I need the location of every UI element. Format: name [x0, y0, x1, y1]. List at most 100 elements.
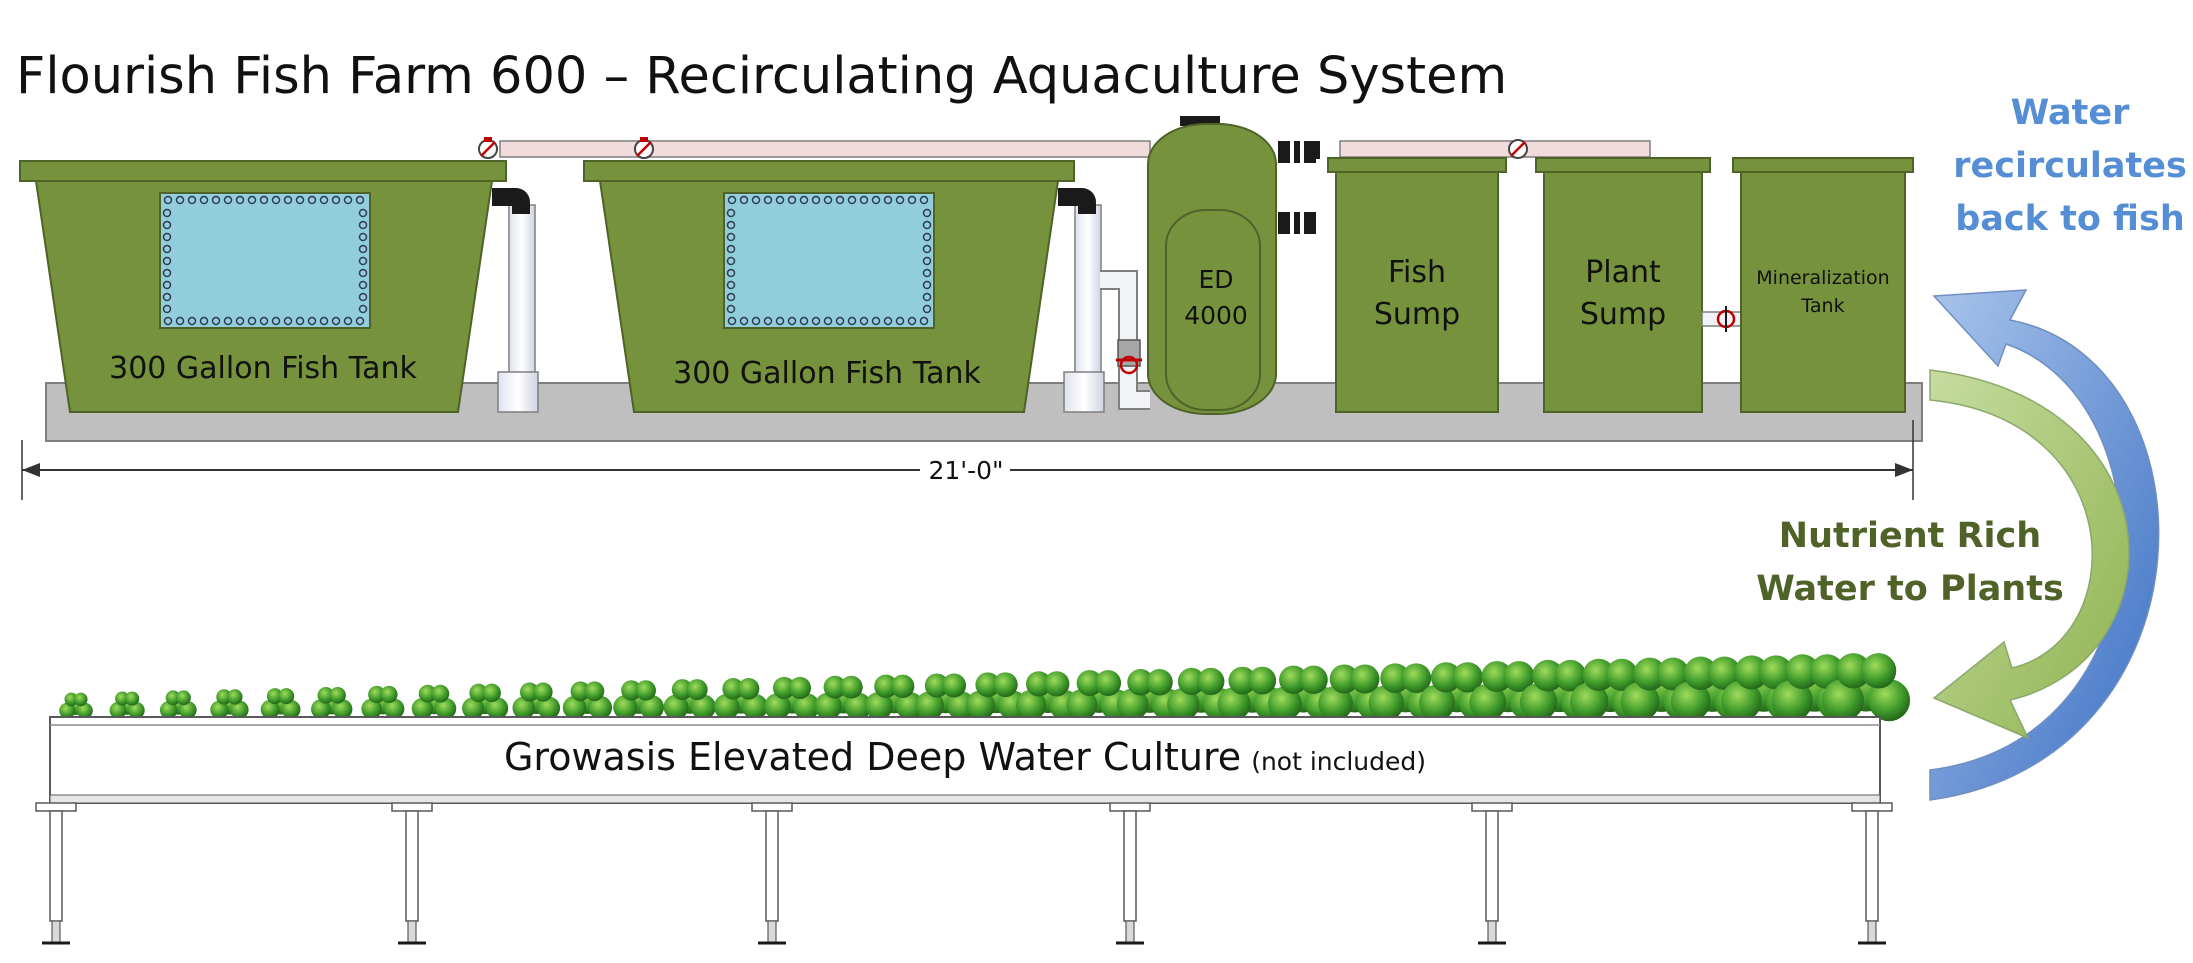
- bolt-icon: [847, 195, 857, 205]
- bolt-icon: [787, 195, 797, 205]
- bolt-icon: [331, 195, 341, 205]
- bolt-icon: [355, 316, 365, 326]
- bolt-icon: [775, 195, 785, 205]
- plant-icon: [965, 672, 1028, 720]
- bolt-icon: [259, 316, 269, 326]
- bolt-icon: [358, 232, 368, 242]
- bolt-icon: [162, 208, 172, 218]
- bolt-icon: [162, 292, 172, 302]
- fish-sump-label: Sump: [1374, 297, 1460, 332]
- plant-icon: [915, 673, 976, 720]
- bolt-icon: [726, 268, 736, 278]
- standpipe: [492, 188, 539, 413]
- bolt-icon: [295, 316, 305, 326]
- plant-icon: [260, 688, 301, 719]
- bolt-icon: [235, 195, 245, 205]
- bolt-icon: [358, 220, 368, 230]
- dwc-leg: [1851, 802, 1893, 945]
- bolt-icon: [283, 195, 293, 205]
- bolt-icon: [271, 316, 281, 326]
- bolt-icon: [162, 280, 172, 290]
- standpipe: [1058, 188, 1150, 413]
- valve-icon: [634, 137, 654, 159]
- fish-tank: 300 Gallon Fish Tank: [583, 160, 1075, 413]
- bolt-icon: [859, 316, 869, 326]
- bolt-icon: [726, 280, 736, 290]
- filter-label: 4000: [1184, 301, 1248, 330]
- bolt-icon: [922, 268, 932, 278]
- dwc-leg: [751, 802, 793, 945]
- plant-icon: [411, 684, 457, 720]
- mineralization-label: Mineralization: [1756, 267, 1889, 289]
- bolt-icon: [922, 232, 932, 242]
- bolt-icon: [895, 195, 905, 205]
- return-pipe: [499, 140, 1651, 159]
- fish-sump-label: Fish: [1388, 255, 1446, 290]
- plant-icon: [1519, 659, 1599, 721]
- bolt-icon: [259, 195, 269, 205]
- plant-icon: [512, 682, 561, 720]
- bolt-icon: [726, 304, 736, 314]
- bolt-icon: [307, 195, 317, 205]
- plant-icon: [764, 676, 820, 720]
- plants: [59, 653, 1911, 722]
- bolt-icon: [283, 316, 293, 326]
- bolt-icon: [751, 316, 761, 326]
- page-title: Flourish Fish Farm 600 – Recirculating A…: [16, 47, 1507, 106]
- bolt-icon: [871, 195, 881, 205]
- bolt-icon: [211, 316, 221, 326]
- plant-icon: [311, 687, 353, 719]
- dwc-leg: [35, 802, 77, 945]
- bolt-icon: [187, 195, 197, 205]
- tank-window: [723, 192, 935, 329]
- bolt-icon: [871, 316, 881, 326]
- plant-icon: [814, 675, 872, 720]
- bolt-icon: [763, 316, 773, 326]
- bolt-icon: [922, 304, 932, 314]
- fish-tank: 300 Gallon Fish Tank: [19, 160, 507, 413]
- plant-sump: Plant Sump: [1535, 157, 1711, 413]
- bolt-icon: [355, 195, 365, 205]
- recirculation-text: Water: [2011, 93, 2130, 133]
- bolt-icon: [163, 195, 173, 205]
- plant-icon: [361, 685, 405, 720]
- plant-icon: [210, 689, 249, 719]
- bolt-icon: [922, 244, 932, 254]
- dwc-legs: [35, 802, 1893, 945]
- plant-icon: [1016, 671, 1080, 721]
- bolt-icon: [727, 316, 737, 326]
- plant-icon: [663, 679, 716, 720]
- bolt-icon: [823, 316, 833, 326]
- bolt-icon: [358, 208, 368, 218]
- nutrient-label: Nutrient Rich Water to Plants: [1756, 516, 2064, 609]
- dimension-line: 21'-0": [21, 420, 1914, 500]
- tank-label: 300 Gallon Fish Tank: [109, 351, 417, 386]
- bolt-icon: [235, 316, 245, 326]
- bolt-icon: [763, 195, 773, 205]
- dwc-bed: Growasis Elevated Deep Water Culture(not…: [35, 653, 1911, 945]
- bolt-icon: [922, 256, 932, 266]
- bolt-icon: [847, 316, 857, 326]
- bolt-icon: [726, 208, 736, 218]
- bolt-icon: [358, 280, 368, 290]
- bolt-icon: [799, 316, 809, 326]
- bolt-icon: [162, 220, 172, 230]
- dwc-label: Growasis Elevated Deep Water Culture(not…: [504, 735, 1426, 779]
- bolt-icon: [739, 316, 749, 326]
- dimension-label: 21'-0": [928, 456, 1003, 485]
- nutrient-text: Nutrient Rich: [1779, 516, 2041, 556]
- bolt-icon: [199, 195, 209, 205]
- bolt-icon: [835, 195, 845, 205]
- bolt-icon: [162, 244, 172, 254]
- bolt-icon: [358, 256, 368, 266]
- valve-icon: [1508, 139, 1528, 159]
- bolt-icon: [919, 316, 929, 326]
- bolt-icon: [163, 316, 173, 326]
- valve-icon: [1701, 306, 1743, 332]
- bolt-icon: [247, 316, 257, 326]
- plant-icon: [109, 691, 145, 719]
- plant-icon: [1821, 653, 1911, 722]
- bolt-icon: [835, 316, 845, 326]
- bolt-icon: [811, 316, 821, 326]
- recirculation-text: recirculates: [1953, 146, 2187, 186]
